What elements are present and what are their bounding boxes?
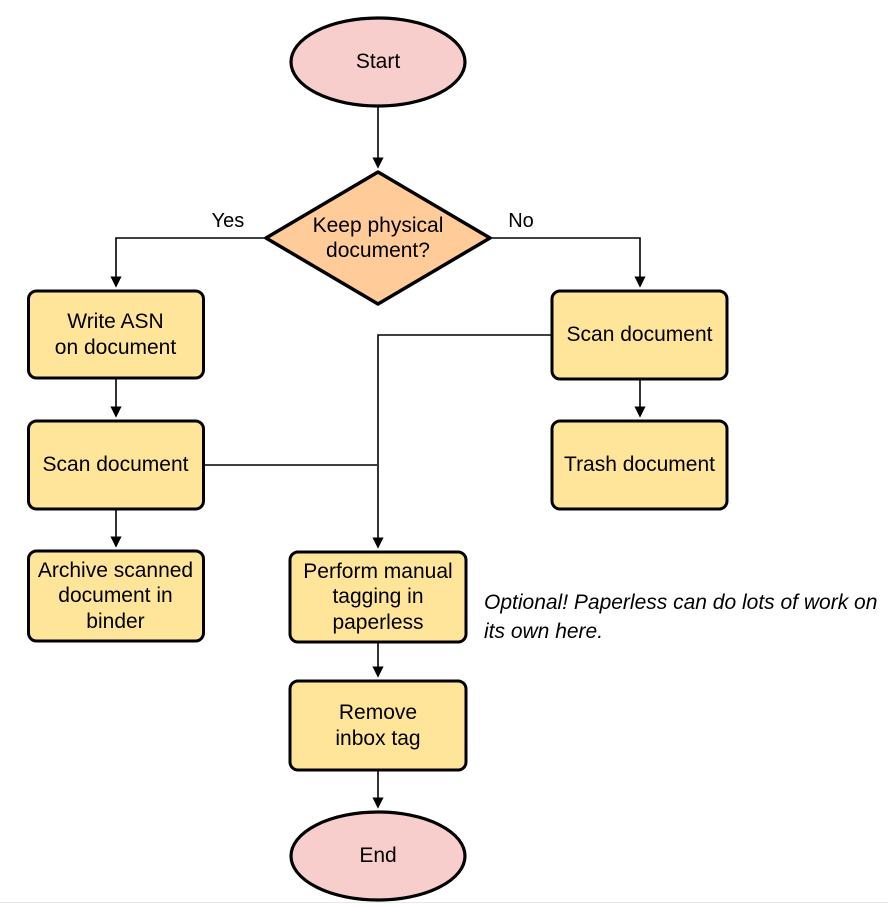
- node-start: [289, 16, 467, 108]
- edge-decision-no-to-scan-right: [490, 237, 646, 288]
- node-archive: [27, 549, 205, 643]
- node-write-asn: [27, 289, 205, 380]
- node-trash: [550, 419, 729, 511]
- page-bottom-divider: [0, 902, 888, 903]
- node-scan-left: [27, 419, 205, 511]
- edge-scan-right-to-tagging: [372, 334, 552, 549]
- node-decision: [264, 170, 492, 306]
- node-scan-right: [550, 289, 729, 381]
- node-remove-inbox: [288, 679, 468, 772]
- node-tagging: [288, 550, 468, 644]
- edge-decision-yes-to-write-asn: [110, 237, 266, 288]
- node-end: [289, 810, 467, 902]
